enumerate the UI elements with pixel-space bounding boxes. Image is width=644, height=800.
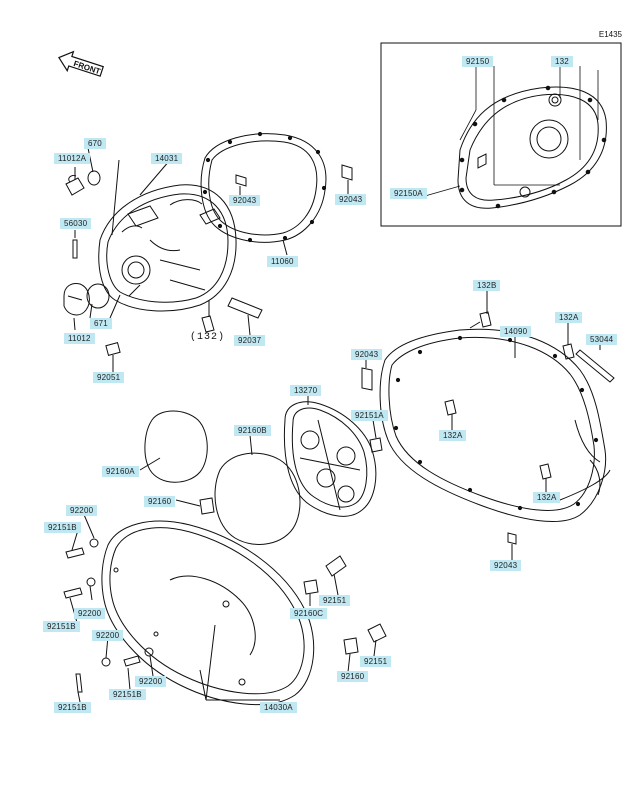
inset-frame [380, 42, 622, 227]
part-label-92200-a[interactable]: 92200 [66, 505, 98, 516]
plug-11012-shape [63, 283, 90, 316]
cover-14090 [379, 328, 611, 523]
plate-92160B [214, 452, 301, 545]
part-label-92160[interactable]: 92160 [144, 496, 176, 507]
bushing-92160b-shape [343, 637, 359, 655]
part-label-671[interactable]: 671 [90, 318, 112, 329]
part-label-92151B-b[interactable]: 92151B [43, 621, 80, 632]
part-label-670[interactable]: 670 [84, 138, 106, 149]
part-label-92200-d[interactable]: 92200 [135, 676, 167, 687]
spacer-92160C-shape [303, 579, 319, 595]
cover-14030A [101, 520, 315, 706]
part-label-92037[interactable]: 92037 [234, 335, 266, 346]
ref-132-label: (132) [190, 332, 226, 343]
inset-clutch-cover [457, 85, 607, 209]
plate-92160A [144, 410, 208, 483]
part-label-92043-c[interactable]: 92043 [351, 349, 383, 360]
bolt-92037-shape [227, 297, 263, 319]
part-label-92200-c[interactable]: 92200 [92, 630, 124, 641]
part-label-132A-3[interactable]: 132A [533, 492, 561, 503]
part-label-92151B-d[interactable]: 92151B [54, 702, 91, 713]
front-arrow-icon: FRONT [58, 50, 105, 77]
dowel-92043d-shape [507, 532, 517, 545]
part-label-11060[interactable]: 11060 [267, 256, 298, 267]
part-label-11012A[interactable]: 11012A [54, 153, 91, 164]
part-label-11012[interactable]: 11012 [64, 333, 95, 344]
part-label-92200-b[interactable]: 92200 [74, 608, 106, 619]
figure-id: E1435 [598, 30, 622, 39]
part-label-92160B[interactable]: 92160B [234, 425, 271, 436]
part-label-92160-b[interactable]: 92160 [337, 671, 369, 682]
screw-132A3-shape [539, 463, 552, 480]
washer-92200d-shape [144, 647, 154, 657]
gasket-13270 [283, 401, 377, 517]
part-label-92151-b[interactable]: 92151 [360, 656, 392, 667]
part-label-14031[interactable]: 14031 [151, 153, 183, 164]
gasket-11060 [200, 131, 327, 243]
dowel-92043b-shape [341, 164, 353, 181]
part-label-92051[interactable]: 92051 [93, 372, 125, 383]
part-label-14090[interactable]: 14090 [500, 326, 532, 337]
part-label-53044[interactable]: 53044 [586, 334, 618, 345]
part-label-56030[interactable]: 56030 [60, 218, 92, 229]
part-label-92150[interactable]: 92150 [462, 56, 494, 67]
part-label-132[interactable]: 132 [551, 56, 573, 67]
part-label-92151[interactable]: 92151 [319, 595, 351, 606]
oring-670-shape [87, 170, 101, 186]
part-label-13270[interactable]: 13270 [290, 385, 322, 396]
washer-92200b-shape [86, 577, 96, 587]
screw-132B-shape [479, 311, 492, 328]
washer-92200a-shape [89, 538, 99, 548]
outer-cover-14031 [98, 184, 237, 312]
pin-53044-shape [575, 349, 615, 383]
screw-132A1-shape [562, 343, 575, 360]
washer-92051-shape [105, 342, 121, 356]
part-label-92150A[interactable]: 92150A [390, 188, 427, 199]
stud-92151b-shape [367, 623, 387, 643]
stud-92151-shape [325, 555, 347, 577]
part-label-132A-1[interactable]: 132A [555, 312, 583, 323]
part-label-92160C[interactable]: 92160C [290, 608, 328, 619]
dowel-92043a-shape [235, 174, 247, 187]
bolt-92151Bc-shape [123, 655, 141, 667]
pin-56030-shape [72, 239, 78, 259]
part-label-92160A[interactable]: 92160A [102, 466, 139, 477]
bolt-132-shape [201, 315, 215, 333]
part-label-92043-a[interactable]: 92043 [229, 195, 261, 206]
part-label-92151B-c[interactable]: 92151B [109, 689, 146, 700]
dowel-92043c-shape [361, 367, 373, 391]
part-label-14030A[interactable]: 14030A [260, 702, 297, 713]
part-label-132B[interactable]: 132B [473, 280, 501, 291]
oring-671-shape [86, 283, 110, 309]
part-label-92043-b[interactable]: 92043 [335, 194, 367, 205]
bolt-92151A-shape [369, 437, 383, 453]
bolt-92151Bb-shape [63, 587, 83, 599]
part-label-92151B-a[interactable]: 92151B [44, 522, 81, 533]
washer-92200c-shape [101, 657, 111, 667]
bolt-92151Bd-shape [75, 673, 83, 693]
part-label-92043-d[interactable]: 92043 [490, 560, 522, 571]
part-label-132A-2[interactable]: 132A [439, 430, 467, 441]
screw-132A2-shape [444, 399, 457, 416]
bolt-92151Ba-shape [65, 547, 85, 559]
bushing-92160-shape [199, 497, 215, 515]
part-label-92151A[interactable]: 92151A [351, 410, 388, 421]
